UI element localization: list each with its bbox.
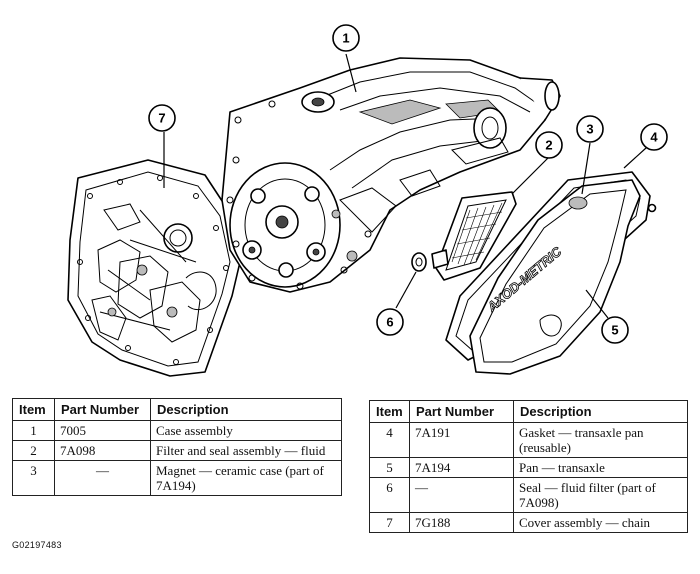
exploded-view-diagram: AXOD-METRIC 1 2 3 4 5 6 7: [67, 24, 668, 377]
header-description: Description: [150, 398, 342, 421]
ceramic-magnet: [568, 196, 588, 210]
figure-id: G02197483: [12, 540, 62, 550]
header-part-number: Part Number: [409, 400, 514, 423]
cell-description: Pan — transaxle: [513, 457, 688, 478]
table-row: 1 7005 Case assembly: [12, 420, 342, 441]
cell-description: Cover assembly — chain: [513, 512, 688, 533]
table-row: 5 7A194 Pan — transaxle: [369, 457, 688, 478]
header-part-number: Part Number: [54, 398, 151, 421]
callout-6: 6: [376, 308, 404, 336]
callout-3-label: 3: [586, 122, 593, 137]
cell-item: 2: [12, 440, 55, 461]
cell-part-number: 7A191: [409, 422, 514, 458]
cell-part-number: —: [409, 477, 514, 513]
callout-6-label: 6: [386, 315, 393, 330]
callout-1: 1: [332, 24, 360, 52]
cell-description: Gasket — transaxle pan (reusable): [513, 422, 688, 458]
cell-item: 7: [369, 512, 410, 533]
callout-1-label: 1: [342, 31, 349, 46]
cell-item: 1: [12, 420, 55, 441]
callout-7: 7: [148, 104, 176, 132]
cell-item: 3: [12, 460, 55, 496]
fluid-filter-assembly: [431, 191, 517, 281]
table-row: 4 7A191 Gasket — transaxle pan (reusable…: [369, 422, 688, 458]
cell-part-number: —: [54, 460, 151, 496]
cell-description: Case assembly: [150, 420, 342, 441]
case-assembly: [221, 57, 561, 293]
callout-4-label: 4: [650, 130, 658, 145]
table-header-row: Item Part Number Description: [12, 398, 342, 421]
table-header-row: Item Part Number Description: [369, 400, 688, 423]
cell-description: Seal — fluid filter (part of 7A098): [513, 477, 688, 513]
callout-5-label: 5: [611, 323, 618, 338]
table-row: 3 — Magnet — ceramic case (part of 7A194…: [12, 460, 342, 496]
table-row: 7 7G188 Cover assembly — chain: [369, 512, 688, 533]
callout-2-label: 2: [545, 138, 552, 153]
cell-item: 6: [369, 477, 410, 513]
cell-item: 4: [369, 422, 410, 458]
cell-part-number: 7A098: [54, 440, 151, 461]
header-item: Item: [369, 400, 410, 423]
filter-seal: [411, 252, 427, 272]
cell-part-number: 7005: [54, 420, 151, 441]
leader-lines: [163, 53, 647, 319]
header-description: Description: [513, 400, 688, 423]
table-row: 6 — Seal — fluid filter (part of 7A098): [369, 477, 688, 513]
cell-item: 5: [369, 457, 410, 478]
chain-cover-assembly: [67, 159, 241, 377]
cell-part-number: 7G188: [409, 512, 514, 533]
callout-5: 5: [601, 316, 629, 344]
callout-4: 4: [640, 123, 668, 151]
cell-part-number: 7A194: [409, 457, 514, 478]
parts-table-left: Item Part Number Description 1 7005 Case…: [12, 398, 342, 496]
header-item: Item: [12, 398, 55, 421]
callout-3: 3: [576, 115, 604, 143]
parts-table-right: Item Part Number Description 4 7A191 Gas…: [369, 400, 688, 533]
callout-2: 2: [535, 131, 563, 159]
callout-7-label: 7: [158, 111, 165, 126]
cell-description: Magnet — ceramic case (part of 7A194): [150, 460, 342, 496]
cell-description: Filter and seal assembly — fluid: [150, 440, 342, 461]
table-row: 2 7A098 Filter and seal assembly — fluid: [12, 440, 342, 461]
